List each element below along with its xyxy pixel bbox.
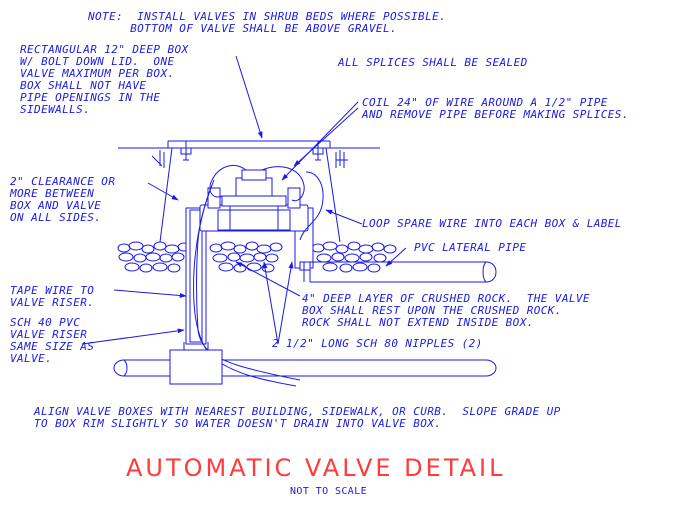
valve-box	[159, 147, 341, 243]
grade-line	[118, 140, 380, 149]
note-install-valves: NOTE: INSTALL VALVES IN SHRUB BEDS WHERE…	[88, 10, 447, 35]
label-loop-spare-wire: LOOP SPARE WIRE INTO EACH BOX & LABEL	[362, 217, 622, 230]
label-box-spec: RECTANGULAR 12" DEEP BOX W/ BOLT DOWN LI…	[20, 43, 189, 116]
label-coil-wire: COIL 24" OF WIRE AROUND A 1/2" PIPE AND …	[362, 96, 629, 121]
drawing-scale-note: NOT TO SCALE	[290, 486, 368, 497]
pvc-lateral-pipe	[303, 261, 497, 283]
drawing-title: AUTOMATIC VALVE DETAIL	[126, 454, 506, 482]
soil-hatch	[151, 150, 348, 168]
label-splices-sealed: ALL SPLICES SHALL BE SEALED	[338, 56, 528, 69]
valve-riser-pipes	[185, 207, 314, 345]
label-align-boxes: ALIGN VALVE BOXES WITH NEAREST BUILDING,…	[34, 405, 561, 430]
label-clearance: 2" CLEARANCE OR MORE BETWEEN BOX AND VAL…	[10, 175, 116, 224]
crushed-rock-layer	[117, 241, 397, 273]
lid-bolt-left	[180, 141, 192, 161]
label-valve-riser: SCH 40 PVC VALVE RISER SAME SIZE AS VALV…	[10, 316, 95, 365]
main-line-tee	[113, 342, 497, 385]
leader-lines	[81, 55, 407, 345]
label-crushed-rock: 4" DEEP LAYER OF CRUSHED ROCK. THE VALVE…	[302, 292, 590, 329]
label-nipples: 2 1/2" LONG SCH 80 NIPPLES (2)	[272, 337, 483, 350]
valve-body	[199, 169, 309, 232]
label-tape-wire: TAPE WIRE TO VALVE RISER.	[10, 284, 95, 309]
label-pvc-lateral-pipe: PVC LATERAL PIPE	[414, 241, 527, 254]
